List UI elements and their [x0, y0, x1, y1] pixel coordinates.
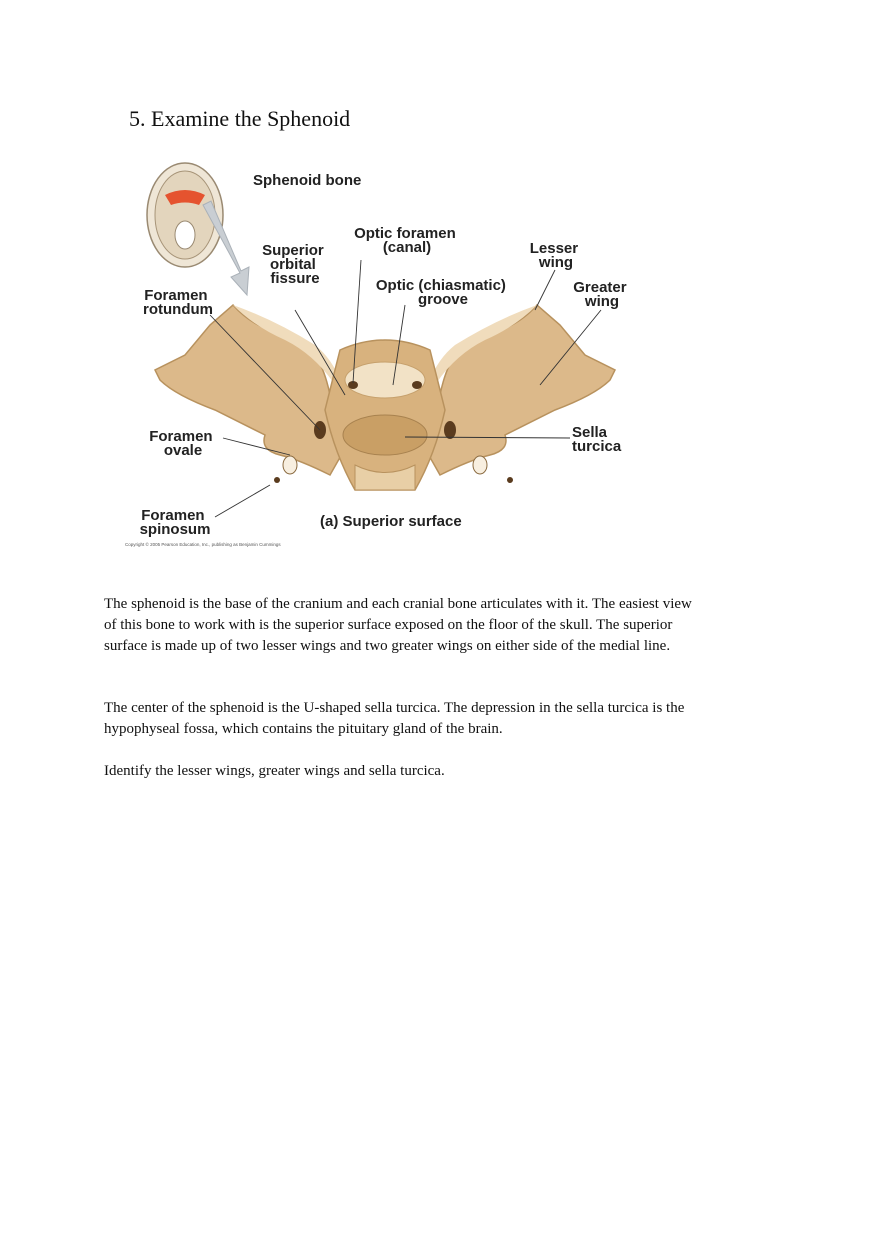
- copyright-note: Copyright © 2005 Pearson Education, Inc.…: [125, 541, 281, 547]
- paragraph-sella: The center of the sphenoid is the U-shap…: [104, 700, 685, 737]
- sphenoid-figure: Sphenoid bone Optic foramen (canal) Supe…: [115, 155, 655, 555]
- sphenoid-highlight: [165, 190, 205, 205]
- figure-caption: (a) Superior surface: [320, 513, 462, 530]
- paragraph-intro: The sphenoid is the base of the cranium …: [104, 596, 692, 654]
- label-foramen-spinosum: Foramen spinosum: [140, 507, 211, 538]
- label-greater-wing: Greater wing: [573, 279, 631, 310]
- label-optic-groove: Optic (chiasmatic) groove: [376, 277, 510, 308]
- label-sella-turcica: Sella turcica: [572, 424, 622, 455]
- label-optic-foramen: Optic foramen (canal): [354, 225, 460, 256]
- label-superior-orbital-fissure: Superior orbital fissure: [262, 242, 328, 287]
- label-foramen-rotundum: Foramen rotundum: [143, 287, 213, 318]
- paragraph-instruction: Identify the lesser wings, greater wings…: [104, 763, 445, 779]
- figure-heading: Sphenoid bone: [253, 172, 361, 189]
- label-foramen-ovale: Foramen ovale: [149, 428, 217, 459]
- page-title: 5. Examine the Sphenoid: [129, 106, 351, 131]
- leader-lines: [209, 259, 602, 518]
- sphenoid-bone: [153, 303, 617, 491]
- sphenoid-diagram: Sphenoid bone Optic foramen (canal) Supe…: [125, 162, 631, 547]
- label-lesser-wing: Lesser wing: [530, 240, 583, 271]
- inset-arrow: [202, 200, 250, 297]
